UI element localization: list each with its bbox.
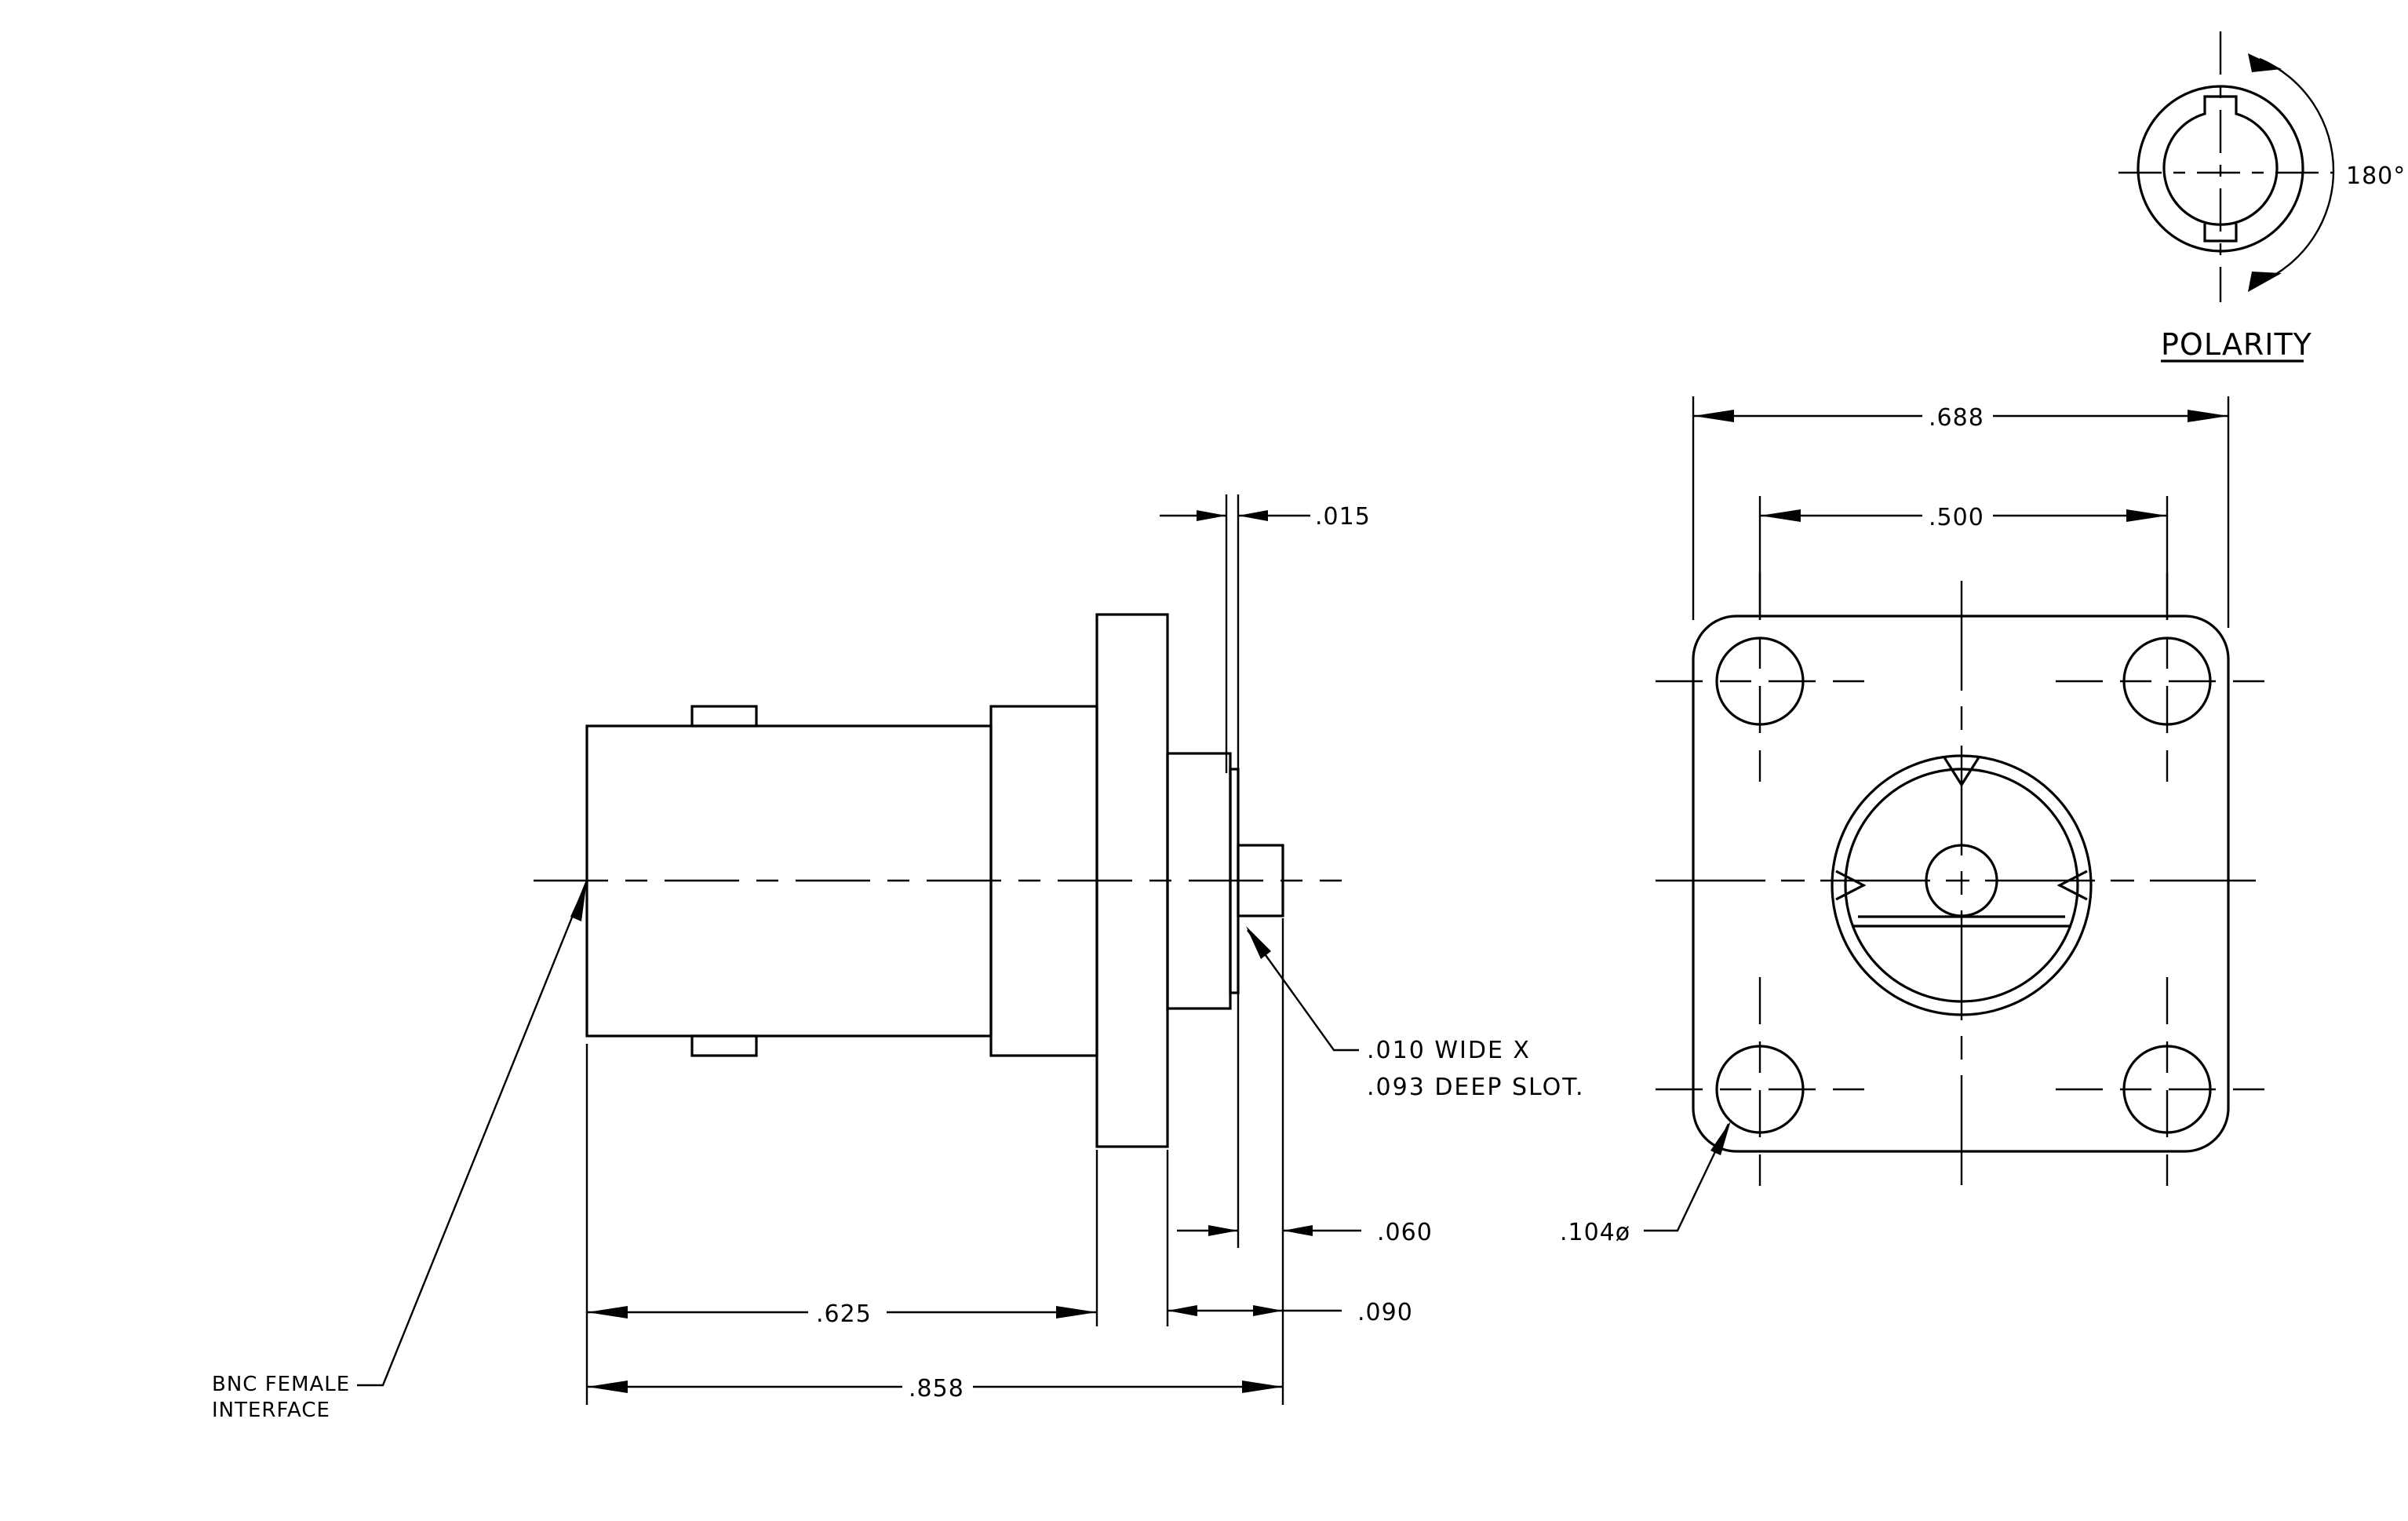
bayonet-pin-bottom	[690, 1034, 758, 1057]
slot-note-line1: .010 WIDE X	[1367, 1037, 1531, 1064]
dim-688-label: .688	[1929, 404, 1984, 432]
dim-060-label: .060	[1377, 1219, 1433, 1246]
polarity-title: POLARITY	[2161, 327, 2312, 362]
dim-500-label: .500	[1929, 504, 1984, 531]
dim-090-label: .090	[1357, 1299, 1413, 1326]
front-view: .688 .500 .104ø	[1560, 396, 2279, 1246]
side-view: .015 .060 .090 .625 .858 .010 WIDE X	[212, 494, 1585, 1422]
dim-625-label: .625	[816, 1300, 872, 1328]
dim-858-label: .858	[909, 1375, 964, 1402]
polarity-detail: 180° POLARITY	[2118, 31, 2406, 363]
slot-note-line2: .093 DEEP SLOT.	[1367, 1074, 1585, 1101]
interface-note-line2: INTERFACE	[212, 1399, 330, 1422]
interface-note-line1: BNC FEMALE	[212, 1373, 350, 1396]
hole-dia-label: .104ø	[1560, 1219, 1630, 1246]
dim-015-label: .015	[1315, 503, 1371, 531]
polarity-angle-label: 180°	[2346, 162, 2406, 190]
bayonet-pin-top	[690, 705, 758, 728]
